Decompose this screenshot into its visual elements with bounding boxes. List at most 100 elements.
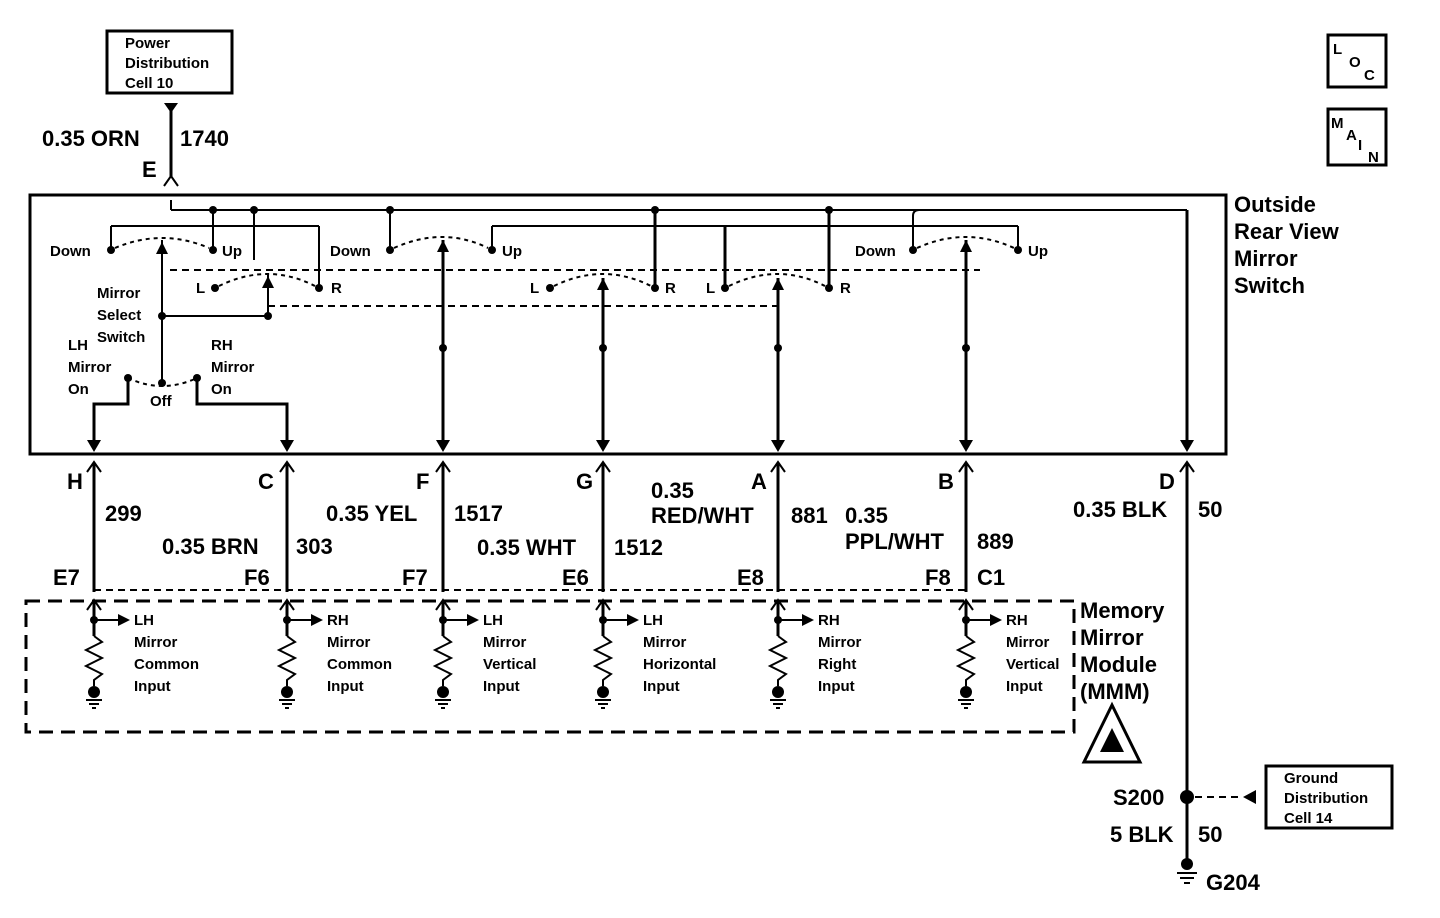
input-label-line: Input [327, 678, 364, 695]
svg-text:Memory: Memory [1080, 598, 1165, 623]
svg-text:299: 299 [105, 501, 142, 526]
svg-text:RED/WHT: RED/WHT [651, 503, 754, 528]
svg-text:0.35 BRN: 0.35 BRN [162, 534, 259, 559]
svg-text:F7: F7 [402, 565, 428, 590]
ground-distribution-box: Ground Distribution Cell 14 [1264, 764, 1394, 830]
switch-common-lines [111, 225, 1018, 307]
esd-warning-icon [1081, 701, 1143, 764]
svg-text:Mirror: Mirror [211, 359, 255, 376]
svg-text:1740: 1740 [180, 126, 229, 151]
svg-text:I: I [1358, 137, 1362, 154]
ground-path: S200 5 BLK 50 G204 [1110, 785, 1261, 895]
input-label-line: Mirror [818, 634, 862, 651]
svg-text:Rear View: Rear View [1234, 219, 1340, 244]
input-label-line: RH [327, 612, 349, 629]
svg-text:RH: RH [211, 337, 233, 354]
input-label-line: Input [134, 678, 171, 695]
svg-text:50: 50 [1198, 497, 1222, 522]
svg-text:N: N [1368, 149, 1379, 166]
svg-text:On: On [211, 381, 232, 398]
input-label-line: Mirror [643, 634, 687, 651]
svg-text:G204: G204 [1206, 870, 1261, 895]
svg-text:Down: Down [855, 243, 896, 260]
lh-up-down-switch: Down Up [50, 210, 242, 382]
svg-text:L: L [530, 280, 539, 297]
input-label-line: Right [818, 656, 856, 673]
input-label-line: Input [818, 678, 855, 695]
switch-outline [28, 193, 1228, 456]
svg-text:A: A [751, 469, 767, 494]
connector-pins: H C F G A B D [67, 460, 1195, 494]
module-title: Memory Mirror Module (MMM) [1080, 598, 1165, 704]
svg-text:Down: Down [330, 243, 371, 260]
svg-text:Up: Up [502, 243, 522, 260]
svg-text:C: C [258, 469, 274, 494]
svg-text:Mirror: Mirror [1080, 625, 1144, 650]
svg-text:F: F [416, 469, 429, 494]
svg-text:Select: Select [97, 307, 141, 324]
svg-text:F6: F6 [244, 565, 270, 590]
switch-title: Outside Rear View Mirror Switch [1234, 192, 1340, 298]
input-label-line: Vertical [1006, 656, 1059, 673]
svg-text:0.35 WHT: 0.35 WHT [477, 535, 577, 560]
svg-text:1512: 1512 [614, 535, 663, 560]
wire-labels: 299 0.35 BRN 303 0.35 YEL 1517 0.35 WHT … [53, 478, 1222, 590]
input-label-line: Input [1006, 678, 1043, 695]
svg-text:C: C [1364, 67, 1375, 84]
svg-text:881: 881 [791, 503, 828, 528]
svg-text:0.35 BLK: 0.35 BLK [1073, 497, 1167, 522]
svg-text:C1: C1 [977, 565, 1005, 590]
svg-text:5 BLK: 5 BLK [1110, 822, 1174, 847]
harness-wires [92, 464, 1189, 862]
input-label-line: Vertical [483, 656, 536, 673]
input-label-line: LH [134, 612, 154, 629]
svg-text:Ground: Ground [1284, 770, 1338, 787]
input-label-line: LH [643, 612, 663, 629]
svg-text:Power: Power [125, 35, 170, 52]
svg-text:Off: Off [150, 393, 173, 410]
svg-text:1517: 1517 [454, 501, 503, 526]
svg-text:889: 889 [977, 529, 1014, 554]
loc-box: L O C [1326, 33, 1388, 89]
mirror-select-switch: Mirror Select Switch LH Mirror On RH Mir… [68, 285, 294, 452]
svg-text:Mirror: Mirror [68, 359, 112, 376]
svg-text:Switch: Switch [1234, 273, 1305, 298]
module-outline [24, 599, 1076, 734]
power-distribution-box: Power Distribution Cell 10 [105, 29, 234, 95]
svg-text:Down: Down [50, 243, 91, 260]
vertical-switch-5: Down Up [855, 209, 1048, 452]
svg-text:Cell 10: Cell 10 [125, 75, 173, 92]
svg-text:Distribution: Distribution [1284, 790, 1368, 807]
svg-text:E7: E7 [53, 565, 80, 590]
svg-text:G: G [576, 469, 593, 494]
svg-text:E6: E6 [562, 565, 589, 590]
input-label-line: Mirror [483, 634, 527, 651]
svg-text:Up: Up [222, 243, 242, 260]
svg-text:R: R [665, 280, 676, 297]
svg-text:E8: E8 [737, 565, 764, 590]
input-label-line: Common [327, 656, 392, 673]
svg-text:E: E [142, 157, 157, 182]
svg-text:L: L [1333, 41, 1342, 58]
svg-text:M: M [1331, 115, 1344, 132]
svg-text:R: R [331, 280, 342, 297]
switch-feed-bus [170, 200, 1194, 452]
svg-text:Mirror: Mirror [97, 285, 141, 302]
input-label-line: RH [818, 612, 840, 629]
svg-text:LH: LH [68, 337, 88, 354]
svg-text:B: B [938, 469, 954, 494]
svg-text:Cell 14: Cell 14 [1284, 810, 1333, 827]
svg-text:D: D [1159, 469, 1175, 494]
lh-left-right-switch: L R [196, 210, 342, 320]
svg-text:R: R [840, 280, 851, 297]
svg-text:Switch: Switch [97, 329, 145, 346]
vertical-switch-2: Down Up [330, 210, 522, 452]
svg-text:A: A [1346, 127, 1357, 144]
svg-text:L: L [196, 280, 205, 297]
horizontal-switch-3: L R [530, 210, 676, 452]
